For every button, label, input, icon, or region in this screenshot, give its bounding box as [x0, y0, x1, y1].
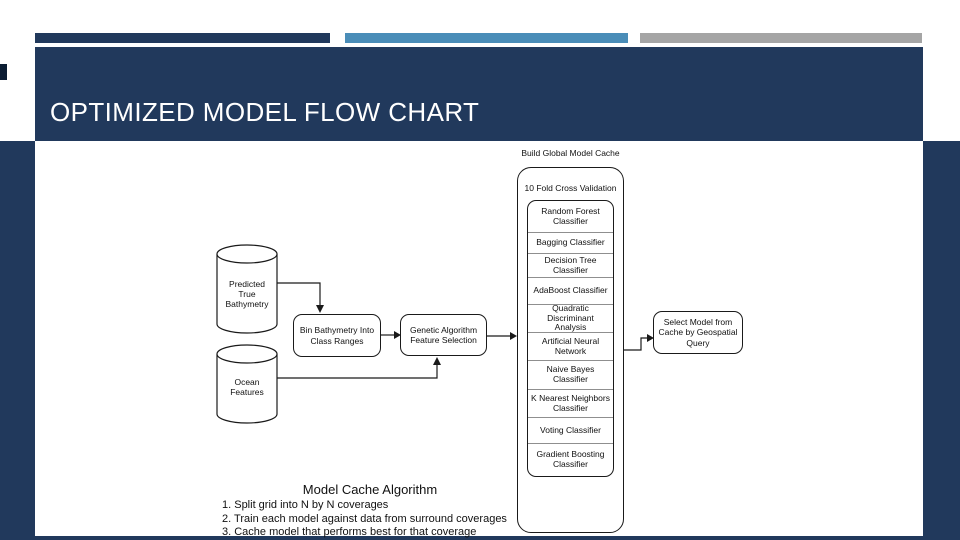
classifier-cell: AdaBoost Classifier	[528, 277, 613, 304]
node-genetic-algorithm: Genetic Algorithm Feature Selection	[400, 314, 487, 356]
cylinder-predicted-bathymetry-label: Predicted True Bathymetry	[225, 278, 269, 310]
cross-validation-label: 10 Fold Cross Validation	[524, 183, 617, 194]
classifier-cell: Naive Bayes Classifier	[528, 360, 613, 389]
cylinder-ocean-features-label: Ocean Features	[230, 376, 264, 397]
classifier-stack: Random Forest Classifier Bagging Classif…	[527, 200, 614, 477]
title-header-band	[35, 47, 923, 141]
model-cache-title: Build Global Model Cache	[521, 148, 620, 159]
classifier-cell: Quadratic Discriminant Analysis	[528, 303, 613, 332]
classifier-cell: Random Forest Classifier	[541, 205, 600, 226]
arrowhead-right-icon	[510, 332, 517, 340]
algorithm-step: 2. Train each model against data from su…	[222, 512, 507, 525]
algorithm-step: 1. Split grid into N by N coverages	[222, 499, 389, 511]
accent-bar-navy	[35, 33, 330, 43]
connector-cache-to-select	[624, 337, 647, 351]
arrowhead-right-icon	[394, 331, 401, 339]
cylinder-ocean-features-shape	[216, 344, 278, 424]
classifier-cell: Decision Tree Classifier	[528, 253, 613, 277]
arrowhead-up-icon	[433, 357, 441, 365]
classifier-cell: Bagging Classifier	[528, 232, 613, 253]
algorithm-heading: Model Cache Algorithm	[302, 482, 438, 497]
page-title: OPTIMIZED MODEL FLOW CHART	[50, 97, 480, 127]
arrowhead-down-icon	[316, 305, 324, 313]
classifier-cell: Gradient Boosting Classifier	[528, 443, 613, 476]
connector-ocean-to-genetic	[277, 364, 438, 379]
cylinder-predicted-bathymetry-shape	[216, 244, 278, 334]
classifier-cell: Voting Classifier	[528, 417, 613, 443]
accent-bar-gray	[640, 33, 922, 43]
arrowhead-right-icon	[647, 334, 654, 342]
classifier-cell: Artificial Neural Network	[528, 332, 613, 360]
connector-bathymetry-to-bin	[277, 282, 321, 306]
algorithm-step: 3. Cache model that performs best for th…	[222, 526, 477, 538]
node-bin-bathymetry: Bin Bathymetry Into Class Ranges	[293, 314, 381, 357]
node-select-model: Select Model from Cache by Geospatial Qu…	[653, 311, 743, 354]
classifier-cell: K Nearest Neighbors Classifier	[528, 389, 613, 417]
accent-bar-blue	[345, 33, 628, 43]
left-edge-notch	[0, 64, 7, 80]
algorithm-steps: 1. Split grid into N by N coverages 2. T…	[222, 499, 552, 540]
